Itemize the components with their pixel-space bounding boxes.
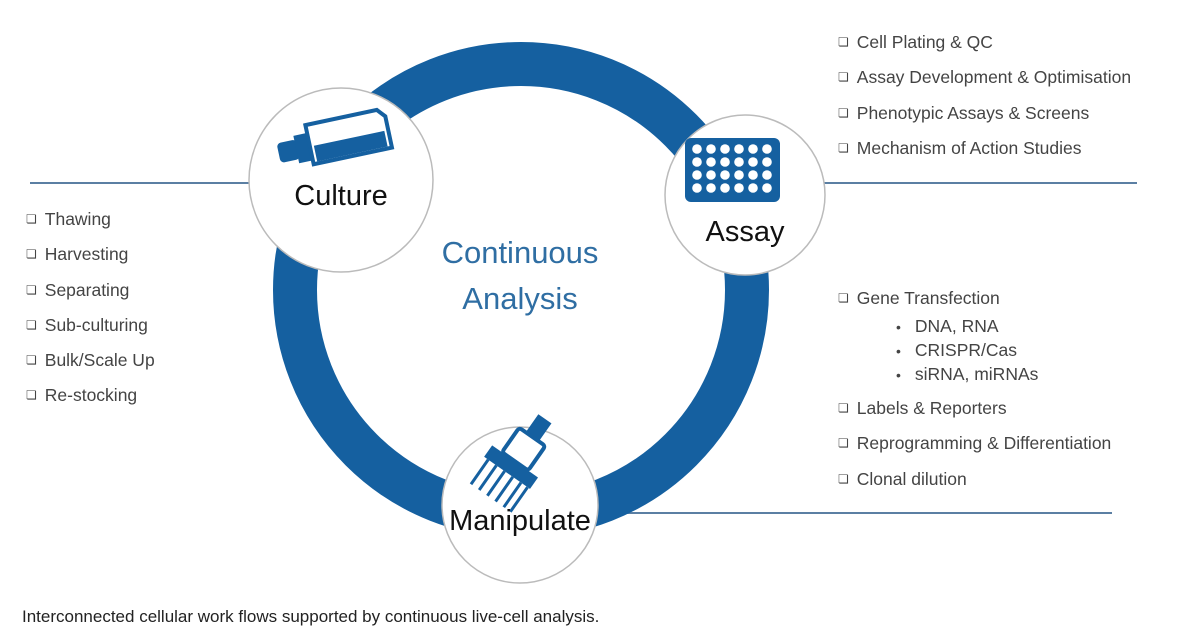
list-item: Clonal dilution	[838, 469, 1111, 504]
assay-node	[664, 114, 826, 276]
well	[734, 144, 744, 154]
list-item: Labels & Reporters	[838, 398, 1111, 433]
assay-list: Cell Plating & QC Assay Development & Op…	[838, 32, 1131, 173]
list-item: Cell Plating & QC	[838, 32, 1131, 67]
well	[692, 183, 702, 193]
multichannel-pipette-icon	[469, 414, 552, 513]
list-item: Assay Development & Optimisation	[838, 67, 1131, 102]
culture-node	[248, 87, 434, 273]
list-item: Separating	[26, 280, 155, 315]
well	[748, 183, 758, 193]
well	[706, 170, 716, 180]
well	[748, 144, 758, 154]
well	[720, 183, 730, 193]
list-item: Re-stocking	[26, 385, 155, 420]
well	[692, 144, 702, 154]
list-item: Reprogramming & Differentiation	[838, 433, 1112, 468]
well	[720, 144, 730, 154]
culture-label: Culture	[294, 180, 388, 212]
center-title: Continuous Analysis	[410, 230, 630, 322]
well	[692, 170, 702, 180]
culture-list: Thawing Harvesting Separating Sub-cultur…	[26, 209, 155, 421]
manipulate-node	[441, 414, 599, 584]
well	[748, 170, 758, 180]
list-item: Harvesting	[26, 244, 155, 279]
well	[734, 183, 744, 193]
sub-item: DNA, RNA	[896, 316, 1111, 340]
list-item: Gene Transfection	[838, 288, 1111, 316]
manipulate-label: Manipulate	[449, 505, 591, 537]
manipulate-list: Gene Transfection DNA, RNA CRISPR/Cas si…	[838, 288, 1112, 504]
well	[706, 183, 716, 193]
sub-item: siRNA, miRNAs	[896, 364, 1111, 388]
sub-item: CRISPR/Cas	[896, 340, 1111, 364]
list-item: Mechanism of Action Studies	[838, 138, 1131, 173]
well	[706, 144, 716, 154]
well	[720, 170, 730, 180]
well-plate-icon	[685, 138, 780, 202]
list-item: Thawing	[26, 209, 155, 244]
gene-sublist: DNA, RNA CRISPR/Cas siRNA, miRNAs	[838, 316, 1111, 388]
caption: Interconnected cellular work flows suppo…	[22, 607, 600, 626]
center-title-line-1: Continuous	[441, 235, 599, 270]
assay-label: Assay	[705, 216, 785, 248]
list-item: Sub-culturing	[26, 315, 155, 350]
well	[762, 170, 772, 180]
list-item: Bulk/Scale Up	[26, 350, 155, 385]
well	[762, 157, 772, 167]
center-title-line-2: Analysis	[462, 281, 578, 316]
well	[734, 170, 744, 180]
well	[692, 157, 702, 167]
list-item: Phenotypic Assays & Screens	[838, 103, 1131, 138]
well	[762, 183, 772, 193]
well	[734, 157, 744, 167]
well	[706, 157, 716, 167]
well	[720, 157, 730, 167]
well	[748, 157, 758, 167]
culture-flask-icon	[277, 107, 395, 167]
well	[762, 144, 772, 154]
